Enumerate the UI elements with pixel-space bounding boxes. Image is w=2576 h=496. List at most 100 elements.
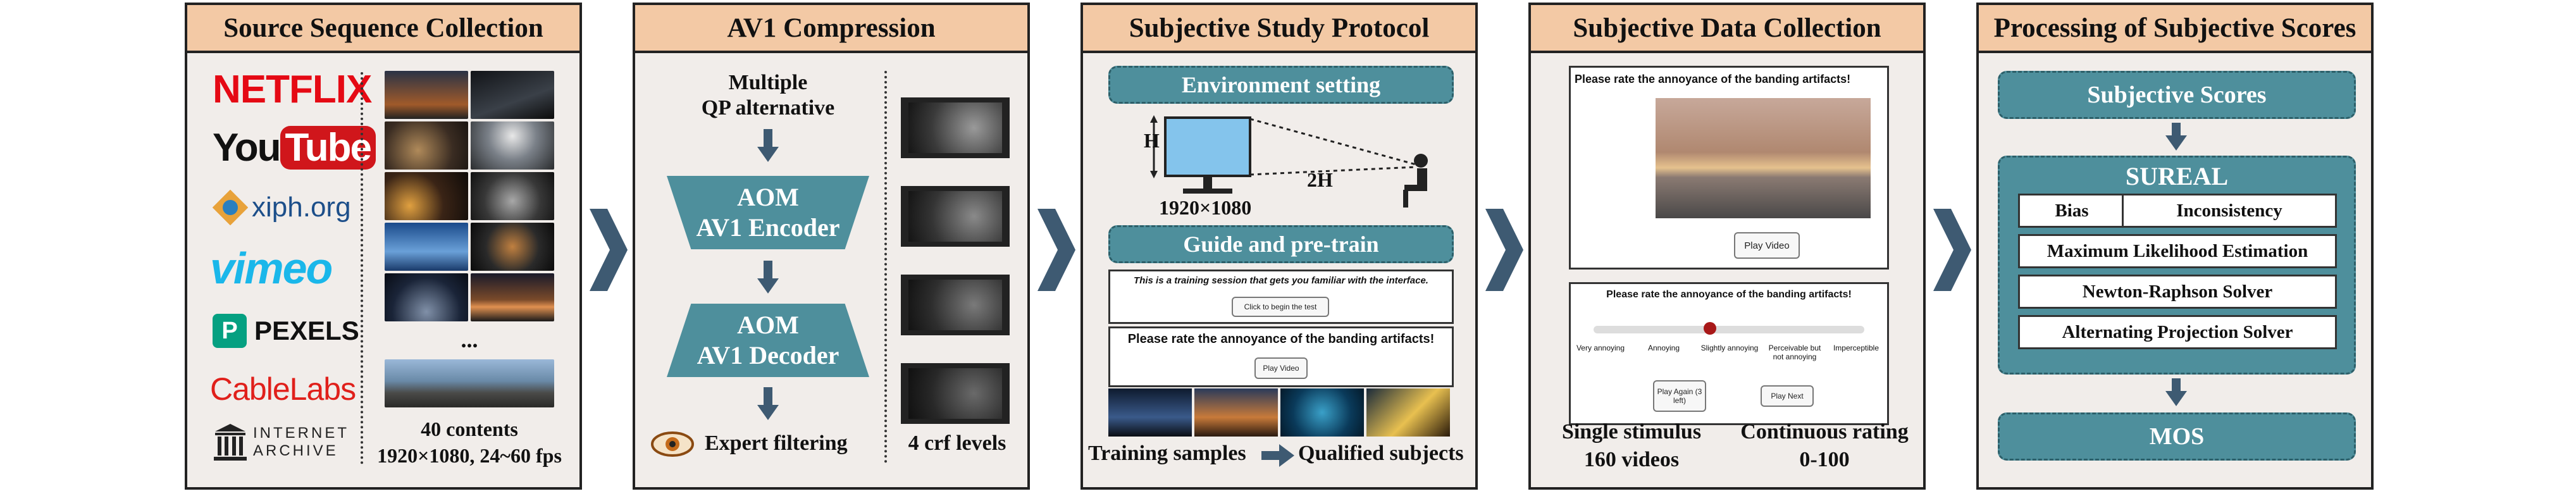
crf-levels-label: 4 crf levels (908, 431, 1006, 455)
scale-label: Annoying (1647, 344, 1680, 352)
scale-label: Perceivable but not annoying (1768, 344, 1821, 361)
training-rating-prompt: Please rate the annoyance of the banding… (1127, 332, 1435, 346)
pexels-icon: P (213, 314, 247, 348)
begin-test-button[interactable]: Click to begin the test (1232, 297, 1329, 317)
sample-thumbnail (1366, 388, 1450, 437)
youtube-logo-you: You (213, 126, 281, 170)
film-strip (901, 275, 1010, 335)
video-thumbnail (385, 223, 468, 271)
video-thumbnail (385, 273, 468, 321)
pexels-logo-text: PEXELS (254, 316, 359, 345)
play-video-button[interactable]: Play Video (1254, 357, 1308, 379)
video-thumbnail (385, 172, 468, 220)
expert-filtering-label: Expert filtering (705, 431, 848, 455)
sample-thumbnail (1194, 388, 1278, 437)
rating-interface-video: Please rate the annoyance of the banding… (1569, 66, 1889, 270)
archive-text-2: ARCHIVE (253, 442, 338, 459)
bias-cell: Bias (2018, 194, 2126, 228)
chevron-right-icon (590, 209, 628, 291)
panel-title: Subjective Data Collection (1531, 5, 1923, 53)
archive-building-icon (214, 424, 247, 461)
environment-setting-label: Environment setting (1108, 66, 1454, 104)
panel-title: Subjective Study Protocol (1083, 5, 1475, 53)
chevron-right-icon (1933, 209, 1971, 291)
play-video-button[interactable]: Play Video (1734, 232, 1800, 259)
guide-pretrain-label: Guide and pre-train (1108, 225, 1454, 263)
down-arrow-icon (2165, 123, 2187, 151)
encoder-label-1: AOM (737, 183, 799, 211)
panel-study-protocol: Subjective Study Protocol Environment se… (1081, 3, 1478, 490)
resolution-fps: 1920×1080, 24~60 fps (377, 444, 562, 467)
single-stimulus-label: Single stimulus (1561, 420, 1702, 443)
qualified-subjects-label: Qualified subjects (1298, 442, 1464, 465)
training-samples-strip (1108, 388, 1450, 437)
panel-title: Source Sequence Collection (187, 5, 579, 53)
training-intro-text: This is a training session that gets you… (1134, 275, 1428, 286)
video-count-label: 160 videos (1583, 448, 1680, 471)
video-frame (1656, 98, 1871, 218)
youtube-logo-tube: Tube (280, 126, 376, 170)
training-rating-window: Please rate the annoyance of the banding… (1108, 326, 1454, 387)
play-again-button[interactable]: Play Again (3 left) (1653, 380, 1706, 412)
play-next-button[interactable]: Play Next (1761, 385, 1814, 407)
archive-text-1: INTERNET (253, 425, 349, 442)
eye-icon (651, 431, 694, 457)
panel-data-collection: Subjective Data Collection Please rate t… (1528, 3, 1926, 490)
cablelabs-logo: CableLabs (210, 371, 356, 407)
netflix-logo: NETFLIX (213, 68, 372, 111)
film-strip (901, 97, 1010, 158)
chevron-right-icon (1485, 209, 1523, 291)
sample-thumbnail (1280, 388, 1364, 437)
down-arrow-icon (757, 261, 779, 294)
dotted-divider (884, 71, 887, 463)
continuous-rating-label: Continuous rating (1740, 420, 1909, 443)
video-thumbnail (471, 172, 554, 220)
vimeo-logo: vimeo (210, 244, 333, 293)
contents-count: 40 contents (421, 418, 518, 440)
video-thumbnail (471, 273, 554, 321)
right-arrow-icon (1261, 444, 1294, 467)
ellipsis-text: ... (461, 327, 478, 352)
video-thumbnail (471, 121, 554, 170)
panel-title: Processing of Subjective Scores (1979, 5, 2371, 53)
rating-prompt: Please rate the annoyance of the banding… (1606, 289, 1852, 300)
scale-label: Very annoying (1576, 344, 1625, 352)
film-strip (901, 186, 1010, 247)
input-label-line1: Multiple (728, 71, 808, 94)
scale-label: Slightly annoying (1700, 344, 1759, 352)
inconsistency-cell: Inconsistency (2122, 194, 2337, 228)
rating-interface-slider: Please rate the annoyance of the banding… (1569, 282, 1889, 425)
height-label: H (1144, 129, 1160, 152)
film-strip (901, 363, 1010, 424)
down-arrow-icon (2165, 378, 2187, 406)
video-thumbnail (385, 71, 468, 119)
down-arrow-icon (757, 387, 779, 420)
resolution-label: 1920×1080 (1159, 196, 1252, 219)
panel-av1-compression: AV1 Compression Multiple QP alternative … (633, 3, 1030, 490)
sample-thumbnail (1108, 388, 1192, 437)
video-thumbnail (385, 121, 468, 170)
training-intro-window: This is a training session that gets you… (1108, 270, 1454, 324)
mle-cell: Maximum Likelihood Estimation (2018, 234, 2337, 268)
sureal-title: SUREAL (2125, 162, 2229, 190)
xiph-logo: xiph.org (213, 190, 351, 225)
decoder-label-2: AV1 Decoder (697, 341, 839, 369)
subjective-scores-block: Subjective Scores (1998, 71, 2356, 119)
distance-label: 2H (1307, 168, 1333, 191)
video-thumbnail (385, 359, 554, 407)
xiph-logo-text: xiph.org (252, 192, 351, 223)
viewing-setup-diagram (1150, 115, 1428, 208)
av1-decoder-block: AOM AV1 Decoder (667, 304, 869, 377)
av1-encoder-block: AOM AV1 Encoder (667, 176, 869, 249)
encoder-label-2: AV1 Encoder (696, 213, 840, 242)
panel-score-processing: Processing of Subjective Scores Subjecti… (1976, 3, 2374, 490)
slider-knob[interactable] (1704, 322, 1717, 335)
input-label-line2: QP alternative (701, 96, 835, 120)
pexels-logo: P PEXELS (213, 314, 359, 348)
training-samples-label: Training samples (1088, 442, 1246, 465)
dotted-divider (361, 72, 363, 464)
rating-slider[interactable] (1594, 322, 1864, 335)
rating-prompt: Please rate the annoyance of the banding… (1575, 73, 1851, 85)
